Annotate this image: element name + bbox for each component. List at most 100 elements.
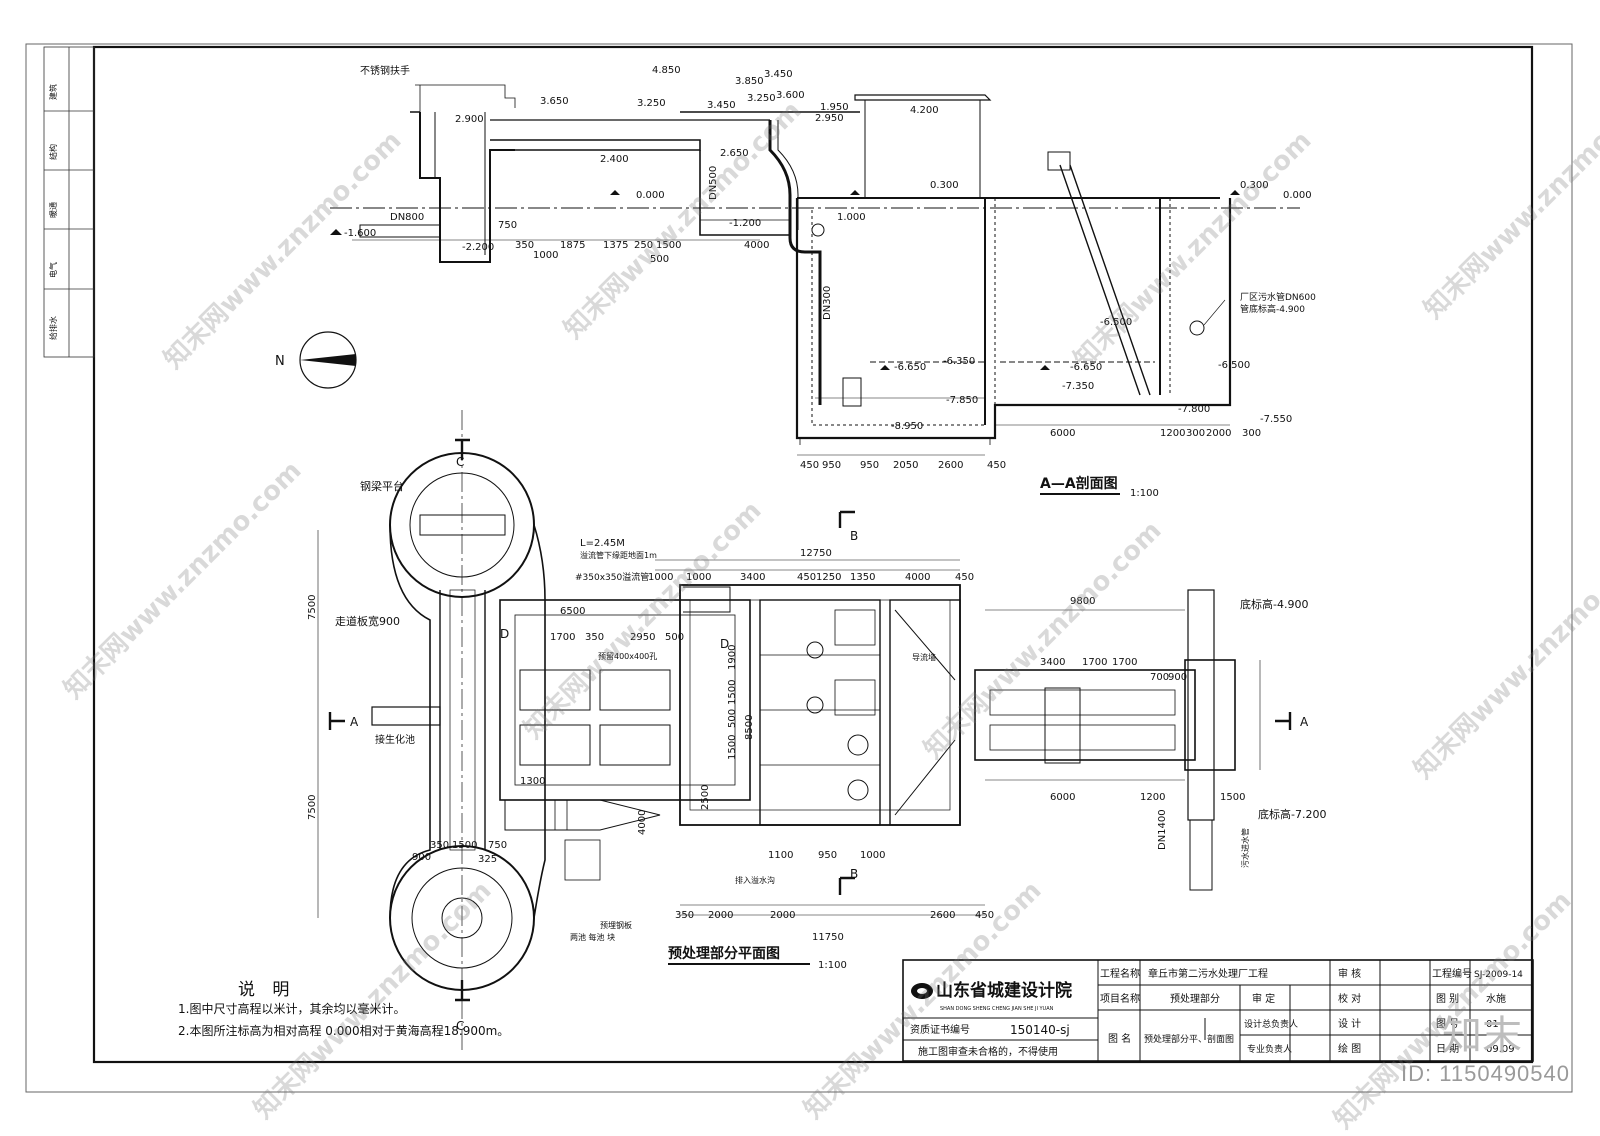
plan-dim-m4: 500 xyxy=(665,632,684,643)
section-mark-b2: B xyxy=(850,867,858,881)
steel-platform-label: 钢梁平台 xyxy=(360,479,404,493)
date-label: 日 期 xyxy=(1436,1043,1459,1055)
design-label: 设 计 xyxy=(1338,1017,1361,1030)
section-mark-b1: B xyxy=(850,529,858,543)
plan-dim-m7: 500 xyxy=(727,709,738,728)
aa-dim-t7: 750 xyxy=(498,220,517,231)
level-4: 3.850 xyxy=(735,76,764,87)
level-23: -6.350 xyxy=(943,356,975,367)
proj-no-value: SJ-2009-14 xyxy=(1474,970,1523,980)
draw-label: 绘 图 xyxy=(1338,1042,1361,1055)
title-block-grid xyxy=(902,959,1534,1062)
aa-dim-r3: 2000 xyxy=(1206,428,1231,439)
review-strip xyxy=(43,46,95,358)
aa-dim-r0: 6000 xyxy=(1050,428,1075,439)
spec-label: 专业负责人 xyxy=(1247,1043,1292,1055)
plan-dim-l4: 750 xyxy=(488,840,507,851)
review-label: 审 核 xyxy=(1338,967,1361,980)
plan-dim-top2: 1000 xyxy=(686,572,711,583)
level-31: -7.550 xyxy=(1260,414,1292,425)
institute-en: SHAN DONG SHENG CHENG JIAN SHE JI YUAN xyxy=(940,1006,1054,1012)
aa-dim-t2: 1375 xyxy=(603,240,628,251)
aa-dim-r2: 300 xyxy=(1186,428,1205,439)
aa-dim-t1: 1875 xyxy=(560,240,585,251)
pipe-350-label: #350x350溢流管 xyxy=(575,571,649,583)
handrail-label: 不锈钢扶手 xyxy=(360,64,410,77)
strip-label-4: 电气 xyxy=(48,262,58,278)
aa-dim-t3: 250 xyxy=(634,240,653,251)
institute-logo-icon xyxy=(911,983,933,999)
dn300-label: DN300 xyxy=(822,286,833,320)
level-8: 1.950 xyxy=(820,102,849,113)
aa-section xyxy=(330,84,1300,456)
drawing-label: 图 名 xyxy=(1108,1032,1131,1045)
plan-dim-r2: 1700 xyxy=(1082,657,1107,668)
plan-dim-top3: 3400 xyxy=(740,572,765,583)
plan-dim-m0: 6500 xyxy=(560,606,585,617)
level-0: 4.850 xyxy=(652,65,681,76)
plan-dim-m12: 4000 xyxy=(637,810,648,835)
aa-dim-t0: 1000 xyxy=(533,250,558,261)
level-21: 1.000 xyxy=(837,212,866,223)
aa-dim-r4: 300 xyxy=(1242,428,1261,439)
north-arrow-icon: N xyxy=(275,331,357,389)
plan-dim-r1: 3400 xyxy=(1040,657,1065,668)
title-block-text: 山东省城建设计院 SHAN DONG SHENG CHENG JIAN SHE … xyxy=(910,967,1523,1058)
aa-dims: 450 950 950 2050 2600 450 6000 1200 300 … xyxy=(498,220,1261,471)
pipe-400-label: 预留400x400孔 xyxy=(598,651,657,661)
level-15: 0.300 xyxy=(930,180,959,191)
audit-label: 审 定 xyxy=(1252,992,1275,1005)
sheet-label: 图 号 xyxy=(1436,1018,1459,1030)
level-22: -6.650 xyxy=(894,362,926,373)
level-5: 3.450 xyxy=(707,100,736,111)
strip-label-1: 建筑 xyxy=(48,84,58,100)
date-value: 09.09 xyxy=(1486,1044,1515,1055)
plan-dim-b2: 2000 xyxy=(770,910,795,921)
level-18: -1.600 xyxy=(344,228,376,239)
plan-dim-l6: 325 xyxy=(478,854,497,865)
aa-dim-b3: 2050 xyxy=(893,460,918,471)
level-27: -7.350 xyxy=(1062,381,1094,392)
plan-dim-m6: 1500 xyxy=(727,680,738,705)
aa-dim-b0: 450 xyxy=(800,460,819,471)
level-11: 2.900 xyxy=(455,114,484,125)
plan-dim-b1: 2000 xyxy=(708,910,733,921)
level-19: -2.200 xyxy=(462,242,494,253)
aa-scale: 1:100 xyxy=(1130,488,1159,499)
strip-label-3: 暖通 xyxy=(48,202,58,218)
level-2: 3.650 xyxy=(540,96,569,107)
aa-dim-b1: 950 xyxy=(822,460,841,471)
length-label: L=2.45M xyxy=(580,538,625,549)
level-3: 3.250 xyxy=(637,98,666,109)
cat-value: 水施 xyxy=(1486,992,1506,1005)
plan-title: 预处理部分平面图 xyxy=(668,945,780,962)
plan-dim-b7: 950 xyxy=(818,850,837,861)
level-6: 3.250 xyxy=(747,93,776,104)
plan-dim-r4: 700 xyxy=(1150,672,1169,683)
section-mark-a2: A xyxy=(1300,715,1309,729)
plan-dim-r0: 9800 xyxy=(1070,596,1095,607)
notes-title: 说 明 xyxy=(238,980,296,1000)
level-1: 3.450 xyxy=(764,69,793,80)
level-17: 0.300 xyxy=(1240,180,1269,191)
plan-dim-b0: 350 xyxy=(675,910,694,921)
aa-dim-b5: 450 xyxy=(987,460,1006,471)
strip-label-5: 给排水 xyxy=(48,316,58,340)
level-20: -1.200 xyxy=(729,218,761,229)
plan-dim-m3: 2950 xyxy=(630,632,655,643)
plan-dim-top8: 450 xyxy=(955,572,974,583)
aa-title: A—A剖面图 xyxy=(1040,475,1118,492)
drawing-value: 预处理部分平、剖面图 xyxy=(1144,1033,1234,1045)
plan-dim-r5: 900 xyxy=(1168,672,1187,683)
proj-no-label: 工程编号 xyxy=(1432,967,1472,980)
warning-text: 施工图审查未合格的，不得使用 xyxy=(918,1045,1058,1058)
plan-dim-l1: 7500 xyxy=(307,795,318,820)
guide-label: 导流墙 xyxy=(912,652,936,662)
plan-dim-top1: 1000 xyxy=(648,572,673,583)
item-value: 预处理部分 xyxy=(1170,992,1220,1005)
plan-dim-top7: 4000 xyxy=(905,572,930,583)
level-9: 2.950 xyxy=(815,113,844,124)
project-label: 工程名称 xyxy=(1100,967,1140,980)
aa-level-labels: 不锈钢扶手 4.850 3.450 3.650 3.250 3.850 3.45… xyxy=(344,64,1316,432)
